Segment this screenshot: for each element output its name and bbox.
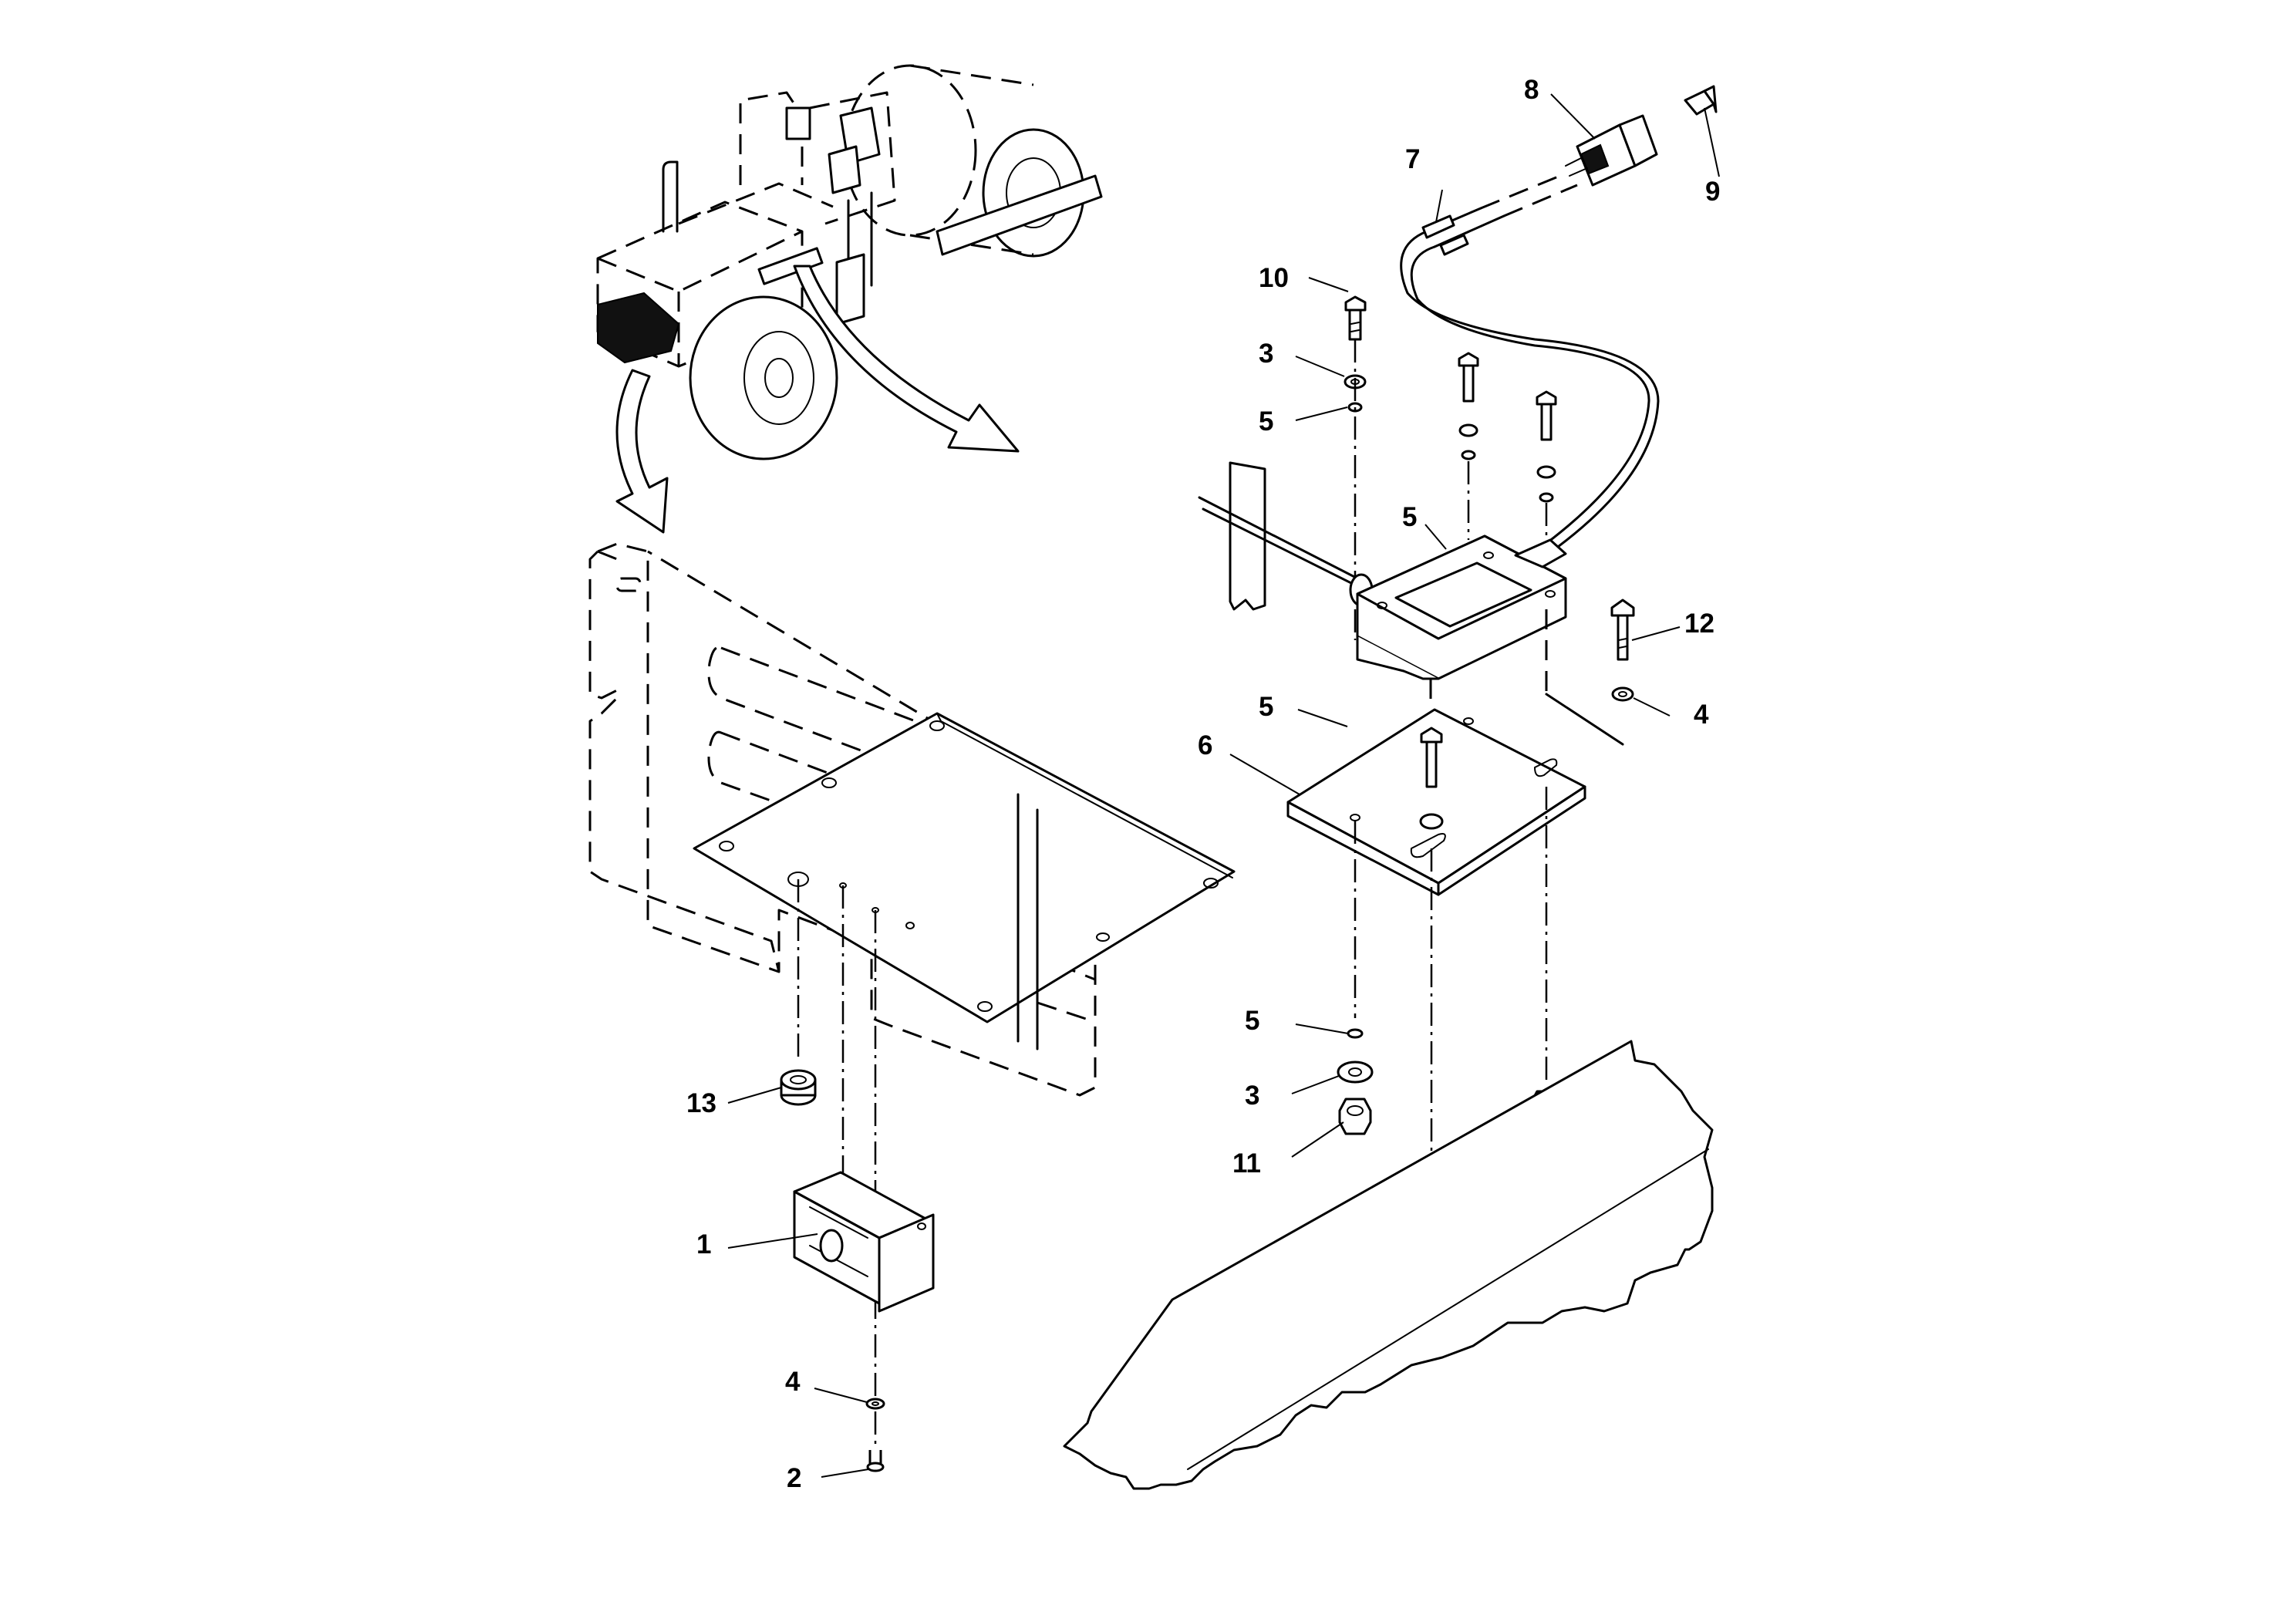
- plate-hole: [1096, 932, 1110, 942]
- hood-edges: [597, 230, 803, 366]
- plate-hole: [821, 777, 837, 788]
- callout-10: 10: [1259, 263, 1289, 293]
- sensor-assembly: [1063, 85, 1718, 1490]
- plate-slot: [1410, 833, 1446, 858]
- sensor-cable-gland: [1514, 538, 1567, 568]
- callout-2: 2: [787, 1463, 801, 1493]
- hood-top-dashed: [678, 182, 834, 225]
- callout-1: 1: [696, 1229, 711, 1259]
- plate-hole: [977, 1001, 993, 1012]
- rear-rim: [743, 331, 814, 425]
- rear-hub: [764, 358, 794, 398]
- callout-labels: 10 3 5 5 7 8 9 12 4 5 6 5 3 11 13 1 4 2: [686, 75, 1720, 1493]
- callout-13: 13: [686, 1088, 716, 1118]
- callout-5-sensor: 5: [1402, 502, 1417, 532]
- callout-11: 11: [1232, 1148, 1261, 1179]
- platform-plate: [757, 247, 824, 285]
- bolt-12: [1610, 599, 1635, 661]
- bolt-sensor-b: [1536, 390, 1557, 503]
- centerlines-down: [1354, 787, 1548, 1165]
- plate-hole: [929, 720, 945, 731]
- sensor-bracket-tab: [1229, 461, 1266, 611]
- plate-hole: [1463, 717, 1474, 725]
- left-bracket-assembly: [588, 542, 1236, 1472]
- callout-5-upper: 5: [1259, 406, 1273, 437]
- plate-hole: [1203, 878, 1219, 889]
- steering-column: [828, 145, 861, 194]
- bolt-plate-center: [1419, 727, 1444, 830]
- callout-5-lower: 5: [1245, 1006, 1259, 1036]
- drum-frame-bar: [936, 174, 1103, 256]
- seat-back: [785, 106, 811, 140]
- roller-compactor-overview: [596, 64, 1103, 534]
- bolt-sensor-a: [1458, 352, 1479, 460]
- bolt-12-alignment: [1545, 693, 1624, 746]
- frame-section-edge: [1187, 1148, 1709, 1470]
- sensor-window: [1394, 561, 1532, 628]
- callout-6: 6: [1198, 730, 1212, 760]
- plate-hole: [905, 922, 915, 929]
- callout-5-plate: 5: [1259, 692, 1273, 722]
- callout-8: 8: [1524, 75, 1539, 105]
- plate-hole: [719, 841, 734, 851]
- sensor-hidden-lines: [1429, 609, 1548, 706]
- mount-location-highlight: [597, 292, 680, 364]
- bolt-2: [866, 1450, 885, 1472]
- washer-4-upper: [1611, 686, 1634, 702]
- callout-12: 12: [1684, 609, 1714, 639]
- plate-slot: [1534, 758, 1558, 777]
- frame-side-web: [1017, 793, 1039, 1050]
- sensor-arm-rod: [1198, 496, 1367, 592]
- cable-inner: [1410, 245, 1650, 551]
- cable-ferrule: [1439, 234, 1469, 256]
- frame-rail-dashed: [588, 542, 1097, 1097]
- operator-station: [809, 91, 896, 225]
- sensor-mount-hole: [1545, 590, 1556, 598]
- leader-lines: [727, 93, 1720, 1478]
- bolt-10: [1344, 295, 1367, 341]
- exhaust-stack: [662, 160, 679, 233]
- machine-frame-section: [1063, 1040, 1714, 1490]
- arrow-to-sensor-assembly: [793, 265, 1020, 453]
- connector-8: [1565, 114, 1658, 187]
- washer-5-lower: [1347, 1028, 1364, 1039]
- grommet-13: [780, 1069, 817, 1106]
- sensor-mount-hole: [1483, 551, 1494, 559]
- bracket-1: [793, 1171, 935, 1313]
- sensor-mount-hole: [1377, 602, 1387, 609]
- washer-4-lower: [865, 1398, 885, 1410]
- rear-tire: [689, 295, 838, 460]
- arrow-to-mount-bracket: [615, 369, 669, 534]
- callout-3-upper: 3: [1259, 339, 1273, 369]
- mounting-plate: [693, 712, 1236, 1023]
- base-plate-6-edge-right: [1437, 785, 1586, 896]
- articulation-joint: [835, 253, 865, 325]
- callout-3-lower: 3: [1245, 1081, 1259, 1111]
- washer-3-lower: [1337, 1061, 1374, 1084]
- clip-9: [1684, 85, 1718, 116]
- cable-outer: [1400, 230, 1660, 557]
- nut-11: [1338, 1098, 1372, 1135]
- cable-ferrule-7: [1421, 214, 1455, 239]
- sensor-base-flange: [1356, 636, 1438, 680]
- cable-dashed-link: [1480, 172, 1578, 218]
- callout-9: 9: [1705, 177, 1720, 207]
- callout-4-upper: 4: [1694, 700, 1709, 730]
- frame-slot-top: [615, 577, 642, 592]
- callout-4-lower: 4: [785, 1367, 801, 1397]
- callout-7: 7: [1405, 144, 1420, 174]
